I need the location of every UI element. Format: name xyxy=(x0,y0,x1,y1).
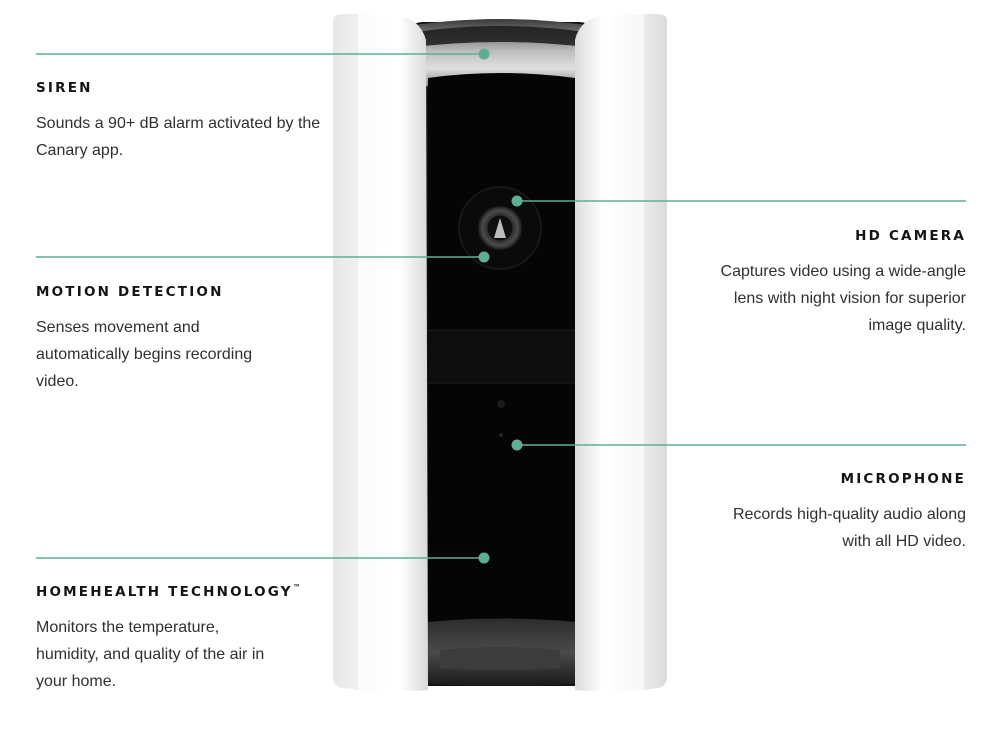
feature-description: Senses movement and automatically begins… xyxy=(36,319,253,390)
siren-callout xyxy=(36,48,490,60)
sensor-window xyxy=(428,330,575,383)
device-base xyxy=(400,618,604,686)
microphone-ports xyxy=(497,400,505,437)
feature-title: MICROPHONE xyxy=(840,471,966,487)
feature-title: MOTION DETECTION xyxy=(36,284,224,300)
feature-title-wrapper: HOMEHEALTH TECHNOLOGY™ xyxy=(36,583,326,600)
feature-description: Captures video using a wide-angle lens w… xyxy=(720,263,966,334)
trademark-symbol: ™ xyxy=(292,583,301,592)
motion-detection-callout xyxy=(36,251,490,263)
right-shell xyxy=(575,14,667,691)
feature-motion-detection: MOTION DETECTION Senses movement and aut… xyxy=(36,284,326,395)
left-shell xyxy=(333,14,428,691)
feature-title: HD CAMERA xyxy=(855,228,966,244)
hd-camera-callout xyxy=(511,195,966,207)
feature-description: Sounds a 90+ dB alarm activated by the C… xyxy=(36,115,321,159)
feature-homehealth: HOMEHEALTH TECHNOLOGY™ Monitors the temp… xyxy=(36,583,326,695)
feature-title: SIREN xyxy=(36,80,93,96)
feature-microphone: MICROPHONE Records high-quality audio al… xyxy=(666,471,966,555)
feature-hd-camera: HD CAMERA Captures video using a wide-an… xyxy=(666,228,966,339)
microphone-callout xyxy=(511,439,966,451)
feature-siren: SIREN Sounds a 90+ dB alarm activated by… xyxy=(36,80,326,164)
feature-title: HOMEHEALTH TECHNOLOGY xyxy=(36,584,293,600)
feature-description: Monitors the temperature, humidity, and … xyxy=(36,619,265,690)
siren-grille xyxy=(395,19,605,90)
front-panel xyxy=(428,73,575,625)
camera-lens xyxy=(458,186,542,270)
feature-description: Records high-quality audio along with al… xyxy=(732,506,966,550)
homehealth-callout xyxy=(36,552,490,564)
